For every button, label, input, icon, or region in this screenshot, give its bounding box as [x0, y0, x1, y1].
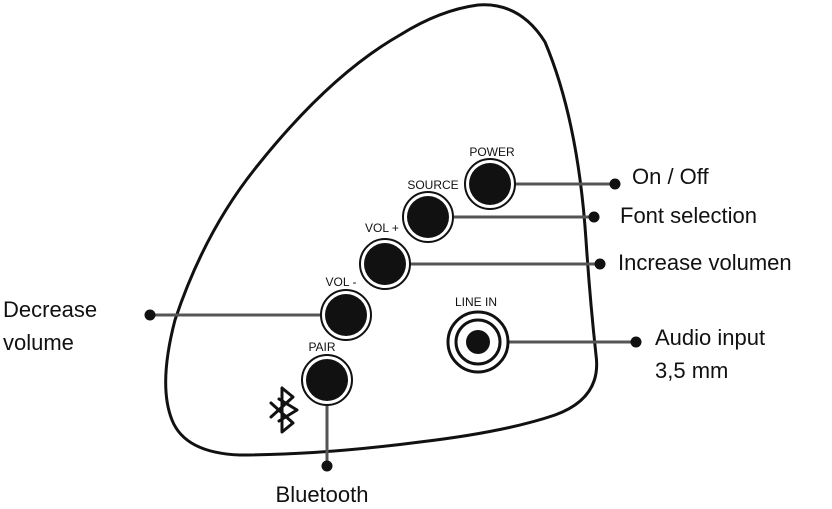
- source-label: SOURCE: [407, 178, 458, 192]
- callout-audio-input-line2: 3,5 mm: [655, 358, 728, 383]
- callout-decrease-volume-line2: volume: [3, 330, 74, 355]
- dot-linein: [630, 336, 642, 348]
- pair-label: PAIR: [308, 340, 335, 354]
- volume-down-button[interactable]: [320, 289, 372, 341]
- callout-font-selection: Font selection: [620, 203, 757, 228]
- callout-on-off: On / Off: [632, 164, 710, 189]
- power-label: POWER: [469, 145, 515, 159]
- callout-bluetooth: Bluetooth: [276, 482, 369, 507]
- callout-audio-input-line1: Audio input: [655, 325, 765, 350]
- leader-dots: [144, 178, 642, 472]
- volume-up-button[interactable]: [359, 238, 411, 290]
- bluetooth-icon: [269, 386, 299, 434]
- power-button[interactable]: [464, 158, 516, 210]
- source-button[interactable]: [402, 191, 454, 243]
- vol-up-label: VOL +: [365, 221, 399, 235]
- dot-source: [588, 211, 600, 223]
- pair-button[interactable]: [301, 354, 353, 406]
- dot-voldown: [144, 309, 156, 321]
- callout-decrease-volume-line1: Decrease: [3, 297, 97, 322]
- dot-volup: [594, 258, 606, 270]
- line-in-label: LINE IN: [455, 295, 497, 309]
- dot-power: [609, 178, 621, 190]
- audio-jack[interactable]: [446, 310, 510, 374]
- vol-down-label: VOL -: [326, 275, 357, 289]
- callout-increase-volume: Increase volumen: [618, 250, 792, 275]
- dot-pair: [321, 460, 333, 472]
